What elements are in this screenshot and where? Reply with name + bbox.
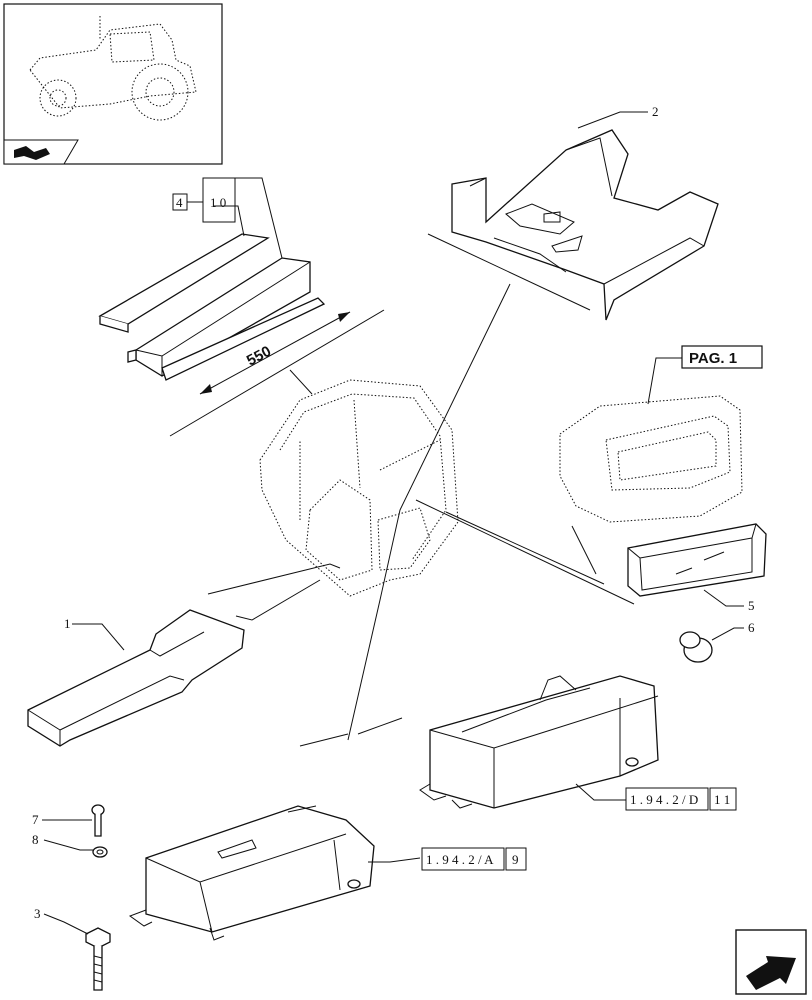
callout-4: 4 [176, 195, 183, 210]
page-ref-box[interactable]: PAG. 1 [647, 345, 763, 405]
callout-8[interactable]: 8 [32, 832, 94, 851]
ref-box-a[interactable]: 1 . 9 4 . 2 / A 9 [368, 847, 527, 871]
floor-mat-part [451, 129, 719, 321]
svg-text:3: 3 [34, 906, 41, 921]
callout-10: 1 0 [210, 195, 226, 210]
svg-text:1: 1 [64, 616, 71, 631]
svg-text:7: 7 [32, 812, 39, 827]
roof-panel [559, 395, 743, 523]
plug-part [679, 631, 713, 663]
svg-text:2: 2 [652, 104, 659, 119]
callout-5[interactable]: 5 [703, 589, 755, 613]
page-ref-label: PAG. 1 [689, 350, 737, 367]
cab-frame [259, 379, 459, 597]
lens-part [627, 523, 767, 597]
heater-unit-upper [419, 675, 659, 809]
svg-text:5: 5 [748, 598, 755, 613]
svg-text:8: 8 [32, 832, 39, 847]
next-page-button[interactable] [735, 929, 807, 995]
svg-text:6: 6 [748, 620, 755, 635]
bolt-part [91, 804, 105, 837]
ref-box-d[interactable]: 1 . 9 4 . 2 / D 1 1 [575, 783, 737, 811]
ref-d-label: 1 . 9 4 . 2 / D [630, 792, 698, 807]
ref-d-num: 1 1 [714, 792, 730, 807]
dimension-value: 550 [244, 343, 274, 370]
callout-4-10[interactable]: 4 1 0 [172, 177, 283, 259]
callout-1[interactable]: 1 [64, 616, 125, 651]
arrow-book-icon [14, 146, 50, 160]
callout-7[interactable]: 7 [32, 812, 92, 827]
arrow-next-icon [746, 956, 796, 990]
heater-unit-lower [128, 805, 375, 941]
strip-parts [98, 233, 326, 381]
tractor-icon [29, 16, 197, 121]
ref-a-label: 1 . 9 4 . 2 / A [426, 852, 494, 867]
callout-6[interactable]: 6 [711, 620, 755, 641]
callout-2[interactable]: 2 [577, 104, 659, 129]
callout-3[interactable]: 3 [34, 906, 89, 935]
channel-part [27, 609, 245, 747]
screw-part [85, 927, 111, 991]
tractor-thumbnail[interactable] [3, 3, 223, 165]
washer-part [92, 846, 108, 858]
ref-a-num: 9 [512, 852, 519, 867]
